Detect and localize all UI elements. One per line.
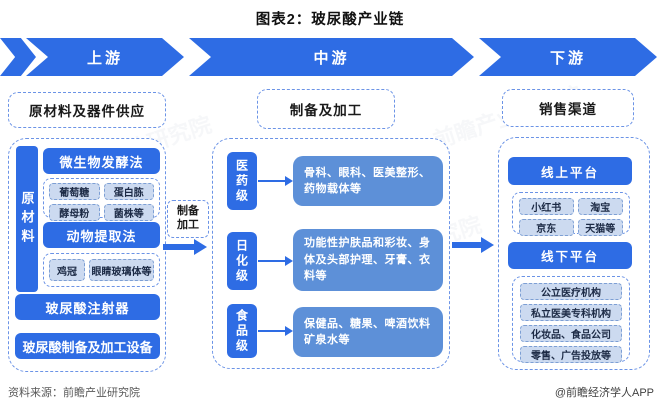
chip-strains: 菌株等 [103,204,154,221]
cosmetic-applications-box: 功能性护肤品和彩妆、身体及头部护理、牙膏、衣料等 [293,229,443,291]
transition-label-box: 制备 加工 [167,200,209,238]
grade-cosmetic: 日化级 [227,232,257,290]
animal-chip-group: 鸡冠 眼睛玻璃体等 [43,253,160,287]
source-note: 资料来源：前瞻产业研究院 [8,387,140,399]
grade-food: 食品级 [227,304,257,358]
grade-pharma: 医药级 [227,152,257,210]
midstream-header: 制备及加工 [257,89,395,129]
chip-tmall: 天猫等 [577,219,623,236]
online-platform-box: 线上平台 [508,157,632,185]
chip-jd: 京东 [519,219,574,236]
offline-chip-group: 公立医疗机构 私立医美专科机构 化妆品、食品公司 零售、广告投放等 [512,276,630,363]
banner-segment-label: 中游 [313,49,350,67]
banner-segment-label: 下游 [549,49,586,67]
chip-xiaohongshu: 小红书 [519,198,574,215]
offline-platform-box: 线下平台 [508,242,632,269]
food-applications-box: 保健品、糖果、啤酒饮料矿泉水等 [293,307,443,357]
page-title: 图表2：玻尿酸产业链 [255,12,405,28]
upstream-header: 原材料及器件供应 [8,92,166,128]
connector-arrow-icon [258,256,293,266]
chip-public-medical: 公立医疗机构 [520,283,622,300]
banner-segment-upstream: 上游 [26,38,184,76]
fermentation-chip-group: 葡萄糖 蛋白胨 酵母粉 菌株等 [43,178,160,221]
chip-glucose: 葡萄糖 [49,183,100,200]
raw-material-side-label: 原材料 [16,146,38,292]
arrow-upstream-to-midstream-icon [163,239,207,255]
arrow-midstream-to-downstream-icon [452,237,494,253]
transition-label-line2: 加工 [177,219,199,231]
chip-cockscomb: 鸡冠 [49,259,85,281]
chip-cosmetics-food-company: 化妆品、食品公司 [520,325,622,342]
banner-segment-downstream: 下游 [479,38,657,76]
connector-arrow-icon [258,326,293,336]
brand-note: @前瞻经济学人APP [554,387,654,399]
pharma-applications-box: 骨科、眼科、医美整形、药物载体等 [293,156,443,206]
online-chip-group: 小红书 淘宝 京东 天猫等 [512,192,630,236]
equipment-box: 玻尿酸制备及加工设备 [15,333,160,359]
banner-segment-label: 上游 [86,49,123,67]
connector-arrow-icon [258,176,293,186]
chip-private-medical: 私立医美专科机构 [520,304,622,321]
chip-peptone: 蛋白胨 [103,183,154,200]
fermentation-method-box: 微生物发酵法 [43,148,160,174]
transition-label-line1: 制备 [177,205,199,218]
chip-taobao: 淘宝 [577,198,623,215]
animal-extraction-box: 动物提取法 [43,222,160,248]
banner-segment-midstream: 中游 [189,38,474,76]
downstream-header: 销售渠道 [502,89,634,127]
syringe-box: 玻尿酸注射器 [15,294,160,320]
chip-yeast-powder: 酵母粉 [49,204,100,221]
chip-retail-ads: 零售、广告投放等 [520,346,622,363]
banner-lead-arrow-icon [0,38,36,76]
chip-vitreous: 眼睛玻璃体等 [89,259,154,281]
